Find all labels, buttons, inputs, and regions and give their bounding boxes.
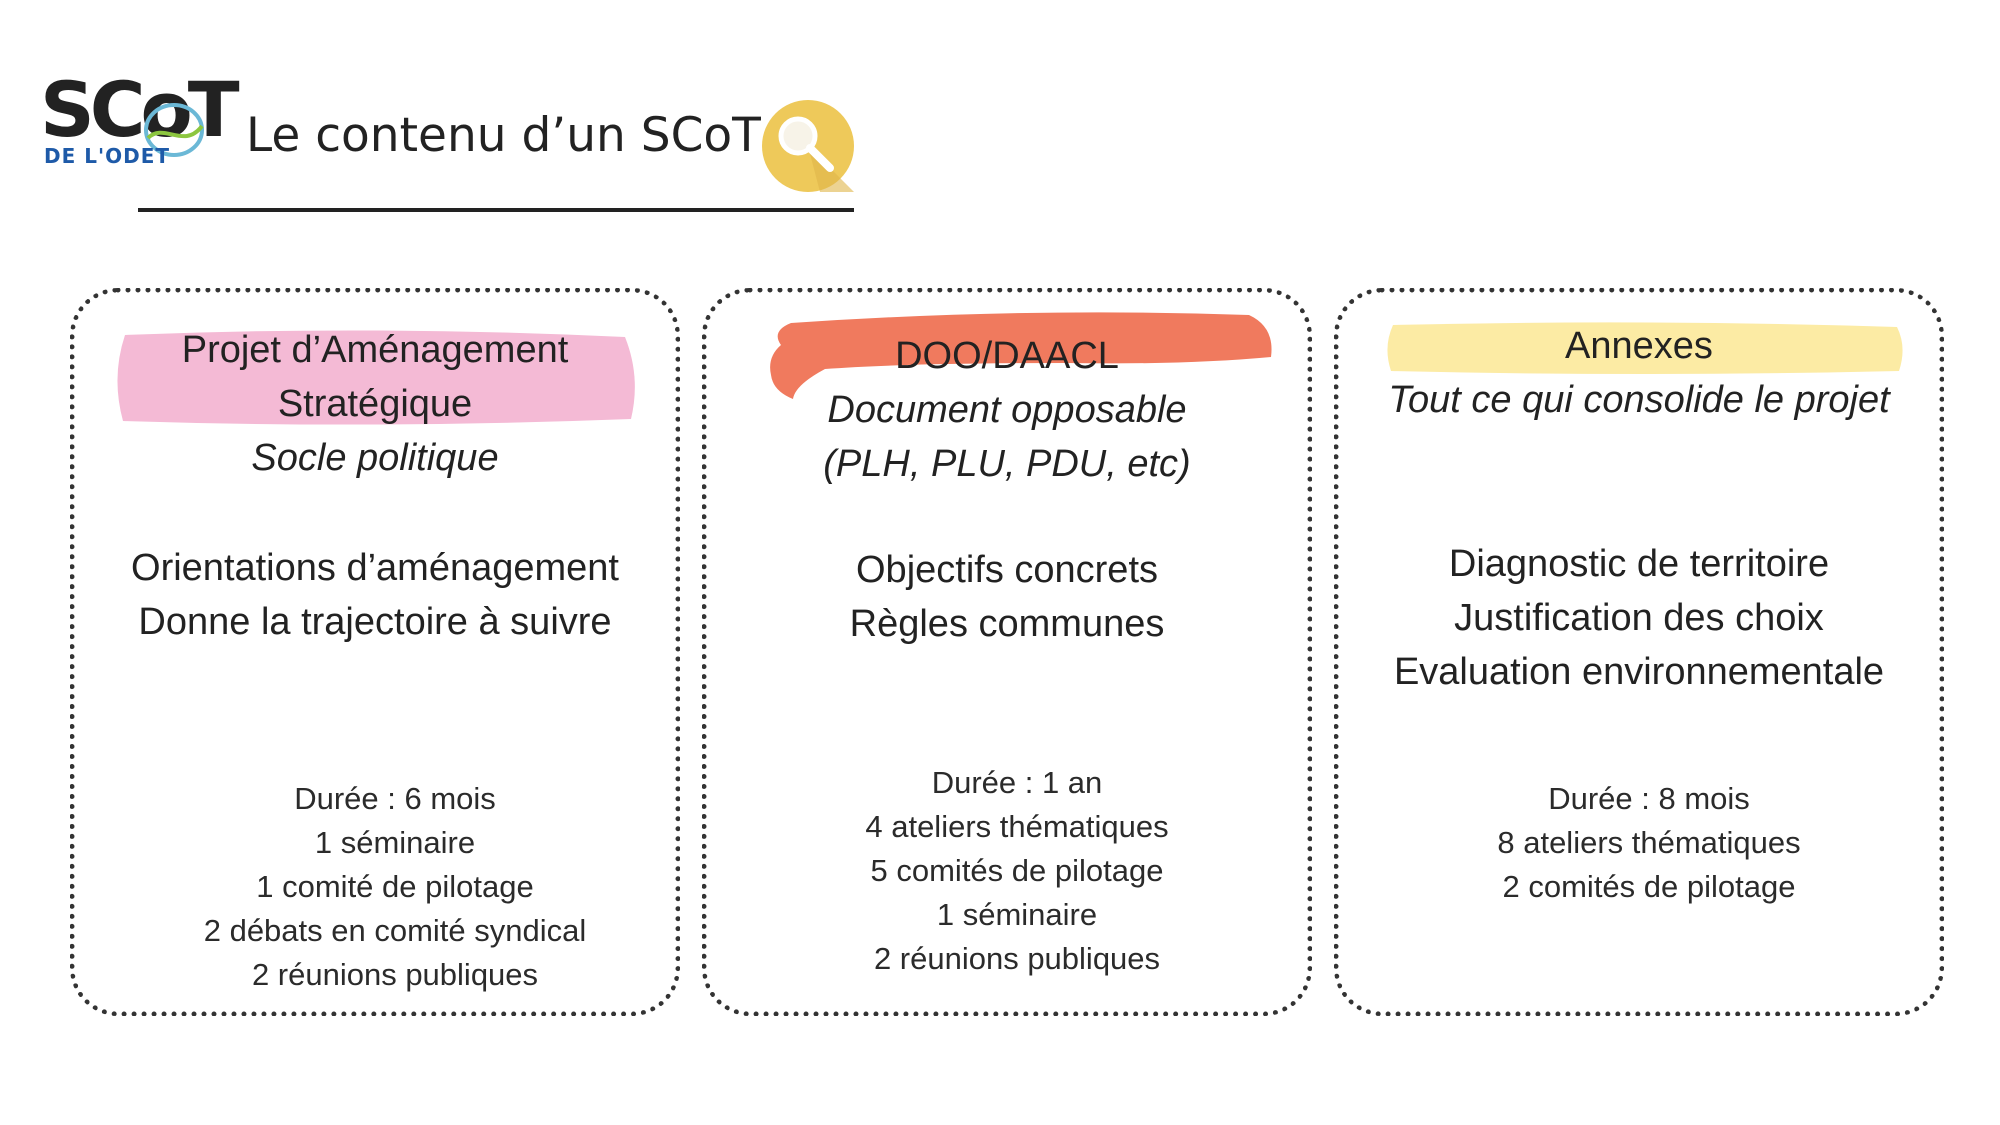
- card-body-line: Donne la trajectoire à suivre: [138, 601, 612, 643]
- card-title: Projet d’Aménagement: [181, 329, 569, 371]
- scot-logo: SCoT DE L'ODET: [40, 72, 240, 172]
- card-detail: 1 comité de pilotage: [256, 869, 534, 904]
- logo-subtitle: DE L'ODET: [44, 144, 171, 168]
- card-annexes: Annexes Tout ce qui consolide le projet …: [1334, 288, 1944, 1016]
- card-body-line: Evaluation environnementale: [1393, 651, 1885, 693]
- card-detail: 5 comités de pilotage: [870, 853, 1164, 888]
- magnifier-icon: [762, 100, 854, 192]
- card-detail: Durée : 1 an: [931, 765, 1103, 800]
- card-subtitle: Tout ce qui consolide le projet: [1388, 379, 1890, 421]
- card-detail: 4 ateliers thématiques: [865, 809, 1169, 844]
- card-detail: 1 séminaire: [936, 897, 1098, 932]
- card-pas: Projet d’Aménagement Stratégique Socle p…: [70, 288, 680, 1016]
- card-subtitle: Document opposable: [827, 389, 1187, 431]
- page-title: Le contenu d’un SCoT: [246, 108, 761, 163]
- card-detail: 1 séminaire: [314, 825, 476, 860]
- title-highlight: [770, 312, 1272, 399]
- card-detail: 2 comités de pilotage: [1502, 869, 1796, 904]
- card-title: Annexes: [1565, 325, 1713, 367]
- card-body-line: Règles communes: [849, 603, 1165, 645]
- title-highlight: [117, 330, 635, 425]
- card-detail: 8 ateliers thématiques: [1497, 825, 1801, 860]
- card-detail: 2 réunions publiques: [251, 957, 539, 992]
- card-title: DOO/DAACL: [895, 335, 1119, 377]
- card-body-line: Objectifs concrets: [856, 549, 1158, 591]
- card-title: Stratégique: [277, 383, 473, 425]
- card-subtitle: (PLH, PLU, PDU, etc): [823, 443, 1191, 485]
- title-underline: [138, 208, 854, 212]
- card-detail: 2 réunions publiques: [873, 941, 1161, 976]
- card-detail: Durée : 6 mois: [294, 781, 496, 816]
- card-body-line: Justification des choix: [1454, 597, 1824, 639]
- card-detail: Durée : 8 mois: [1548, 781, 1750, 816]
- card-detail: 2 débats en comité syndical: [203, 913, 587, 948]
- title-highlight: [1387, 322, 1903, 374]
- logo-text: SCoT: [40, 65, 240, 154]
- card-subtitle: Socle politique: [251, 437, 499, 479]
- card-body-line: Orientations d’aménagement: [131, 547, 619, 589]
- card-doo: DOO/DAACL Document opposable (PLH, PLU, …: [702, 288, 1312, 1016]
- logo-ring-icon: [144, 103, 204, 157]
- card-body-line: Diagnostic de territoire: [1448, 543, 1830, 585]
